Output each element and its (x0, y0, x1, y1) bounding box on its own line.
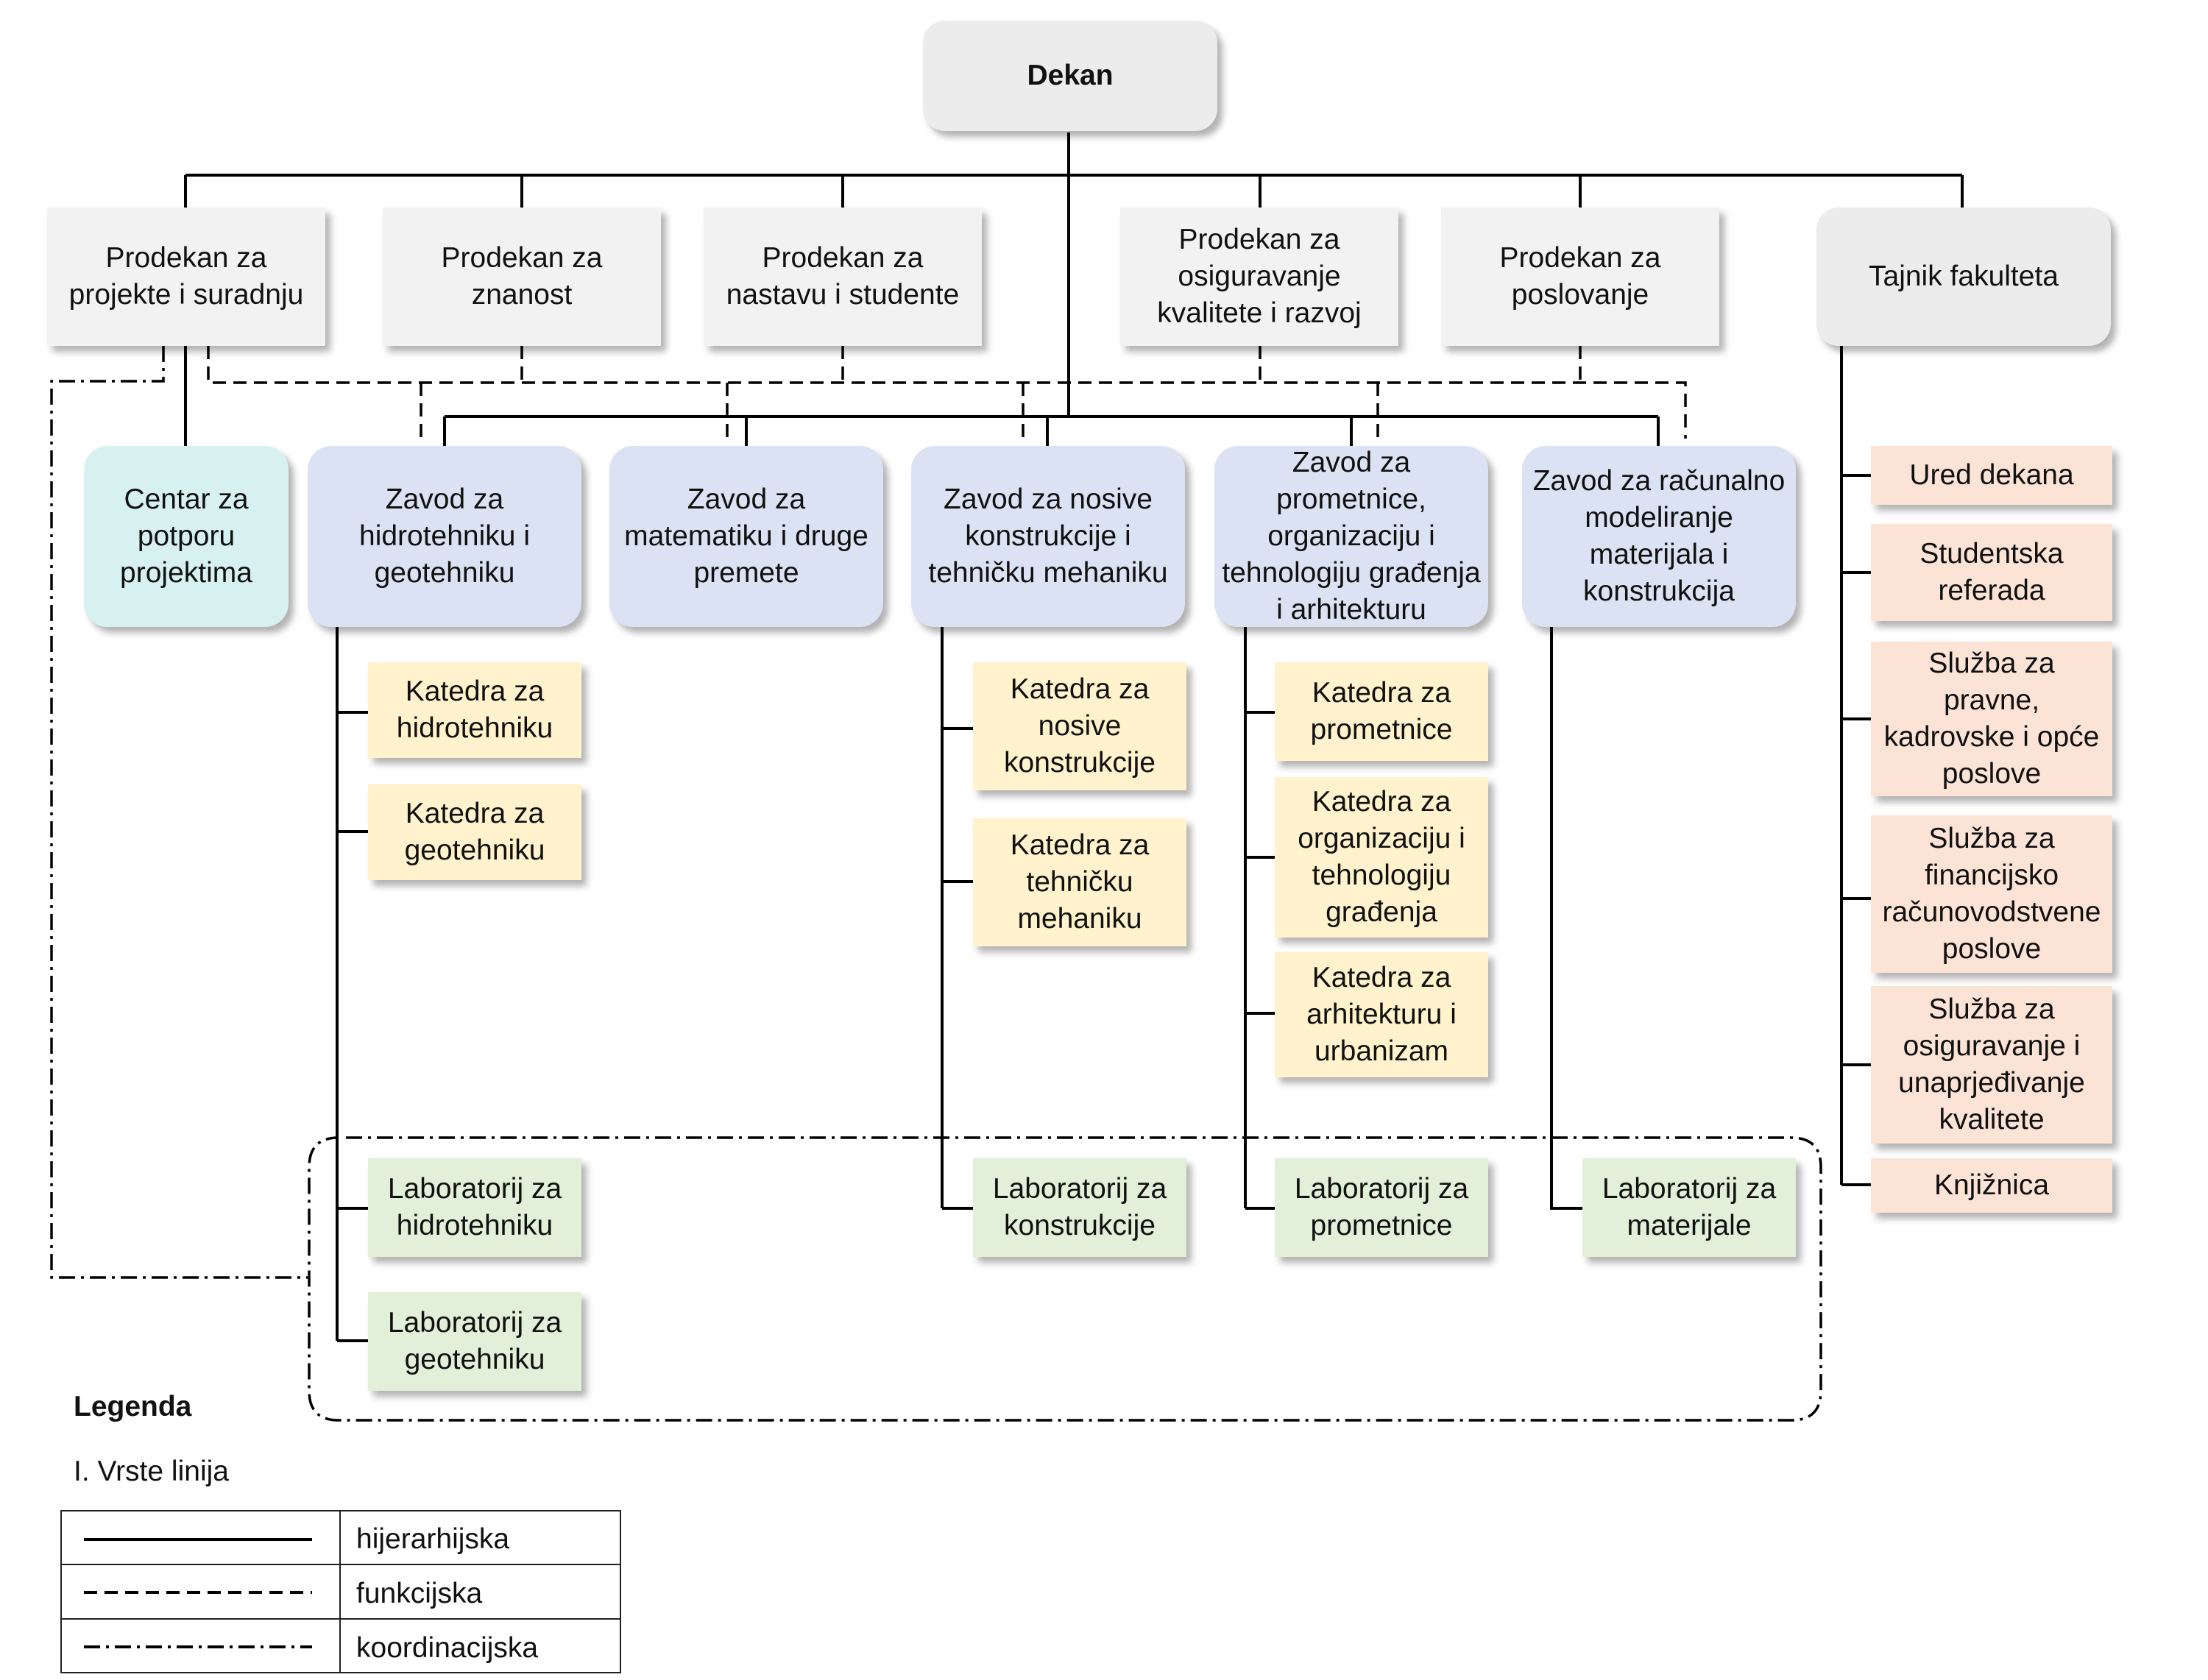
legend-title: Legenda (74, 1391, 192, 1422)
katedra-nosive-label: Katedra za nosive konstrukcije (1004, 673, 1156, 779)
sluzba-kvaliteta-box: Služba za osiguravanje i unaprjeđivanje … (1871, 986, 2112, 1144)
katedra-organizacija-label: Katedra za organizaciju i tehnologiju gr… (1298, 786, 1465, 928)
katedra-mehanika-box: Katedra za tehničku mehaniku (973, 818, 1186, 946)
prodekan-nastava-box: Prodekan za nastavu i studente (704, 208, 982, 346)
ured-dekana-box: Ured dekana (1871, 446, 2112, 505)
zavod-konstrukcije-label: Zavod za nosive konstrukcije i tehničku … (928, 483, 1168, 589)
katedra-geotehnika-label: Katedra za geotehniku (404, 798, 545, 866)
katedra-nosive-box: Katedra za nosive konstrukcije (973, 662, 1186, 790)
tajnik-label: Tajnik fakulteta (1869, 260, 2059, 292)
legend-table: hijerarhijska funkcijska koordinacijska (60, 1510, 621, 1673)
zavod-matematika-label: Zavod za matematiku i druge premete (624, 483, 868, 589)
katedra-mehanika-label: Katedra za tehničku mehaniku (1010, 829, 1150, 935)
prodekan-projekti-label: Prodekan za projekte i suradnju (68, 242, 304, 311)
sluzba-pravne-box: Služba za pravne, kadrovske i opće poslo… (1871, 642, 2112, 796)
prodekan-poslovanje-box: Prodekan za poslovanje (1441, 208, 1719, 346)
lab-materijali-label: Laboratorij za materijale (1602, 1173, 1777, 1241)
lab-prometnice-box: Laboratorij za prometnice (1275, 1158, 1488, 1257)
prodekan-nastava-label: Prodekan za nastavu i studente (726, 242, 960, 311)
prodekan-znanost-label: Prodekan za znanost (441, 242, 603, 311)
centar-box: Centar za potporu projektima (84, 446, 289, 627)
sluzba-financije-box: Služba za financijsko računovodstvene po… (1871, 815, 2112, 973)
katedra-geotehnika-box: Katedra za geotehniku (368, 784, 581, 880)
katedra-hidrotehnika-box: Katedra za hidrotehniku (368, 662, 581, 758)
lab-konstrukcije-box: Laboratorij za konstrukcije (973, 1158, 1186, 1257)
prodekan-kvaliteta-box: Prodekan za osiguravanje kvalitete i raz… (1120, 208, 1398, 346)
lab-geotehnika-box: Laboratorij za geotehniku (368, 1292, 581, 1391)
katedra-arhitektura-box: Katedra za arhitekturu i urbanizam (1275, 952, 1488, 1077)
prodekan-znanost-box: Prodekan za znanost (383, 208, 661, 346)
lab-geotehnika-label: Laboratorij za geotehniku (387, 1307, 562, 1375)
legend-subtitle: I. Vrste linija (74, 1456, 229, 1487)
lab-konstrukcije-label: Laboratorij za konstrukcije (992, 1173, 1167, 1241)
legend-row-coordination: koordinacijska (356, 1632, 539, 1664)
katedra-hidrotehnika-label: Katedra za hidrotehniku (396, 676, 553, 744)
sluzba-financije-label: Služba za financijsko računovodstvene po… (1882, 823, 2101, 965)
dekan-label: Dekan (1027, 60, 1114, 91)
zavod-prometnice-box: Zavod za prometnice, organizaciju i tehn… (1214, 446, 1488, 627)
lab-prometnice-label: Laboratorij za prometnice (1294, 1173, 1469, 1241)
lab-materijali-box: Laboratorij za materijale (1582, 1158, 1796, 1257)
zavod-matematika-box: Zavod za matematiku i druge premete (609, 446, 883, 627)
referada-label: Studentska referada (1919, 538, 2064, 606)
sluzba-kvaliteta-label: Služba za osiguravanje i unaprjeđivanje … (1898, 993, 2085, 1135)
referada-box: Studentska referada (1871, 524, 2112, 621)
katedra-prometnice-label: Katedra za prometnice (1310, 677, 1453, 745)
knjiznica-box: Knjižnica (1871, 1158, 2112, 1213)
zavod-hidrotehnika-box: Zavod za hidrotehniku i geotehniku (308, 446, 581, 627)
zavod-prometnice-label: Zavod za prometnice, organizaciju i tehn… (1222, 447, 1481, 625)
lab-hidrotehnika-label: Laboratorij za hidrotehniku (387, 1173, 562, 1241)
zavod-racunalno-label: Zavod za računalno modeliranje materijal… (1532, 465, 1786, 607)
katedra-prometnice-box: Katedra za prometnice (1275, 662, 1488, 761)
zavod-konstrukcije-box: Zavod za nosive konstrukcije i tehničku … (911, 446, 1185, 627)
prodekan-projekti-box: Prodekan za projekte i suradnju (47, 208, 325, 346)
legend-grid (62, 1511, 620, 1672)
tajnik-box: Tajnik fakulteta (1816, 208, 2111, 346)
zavod-racunalno-box: Zavod za računalno modeliranje materijal… (1522, 446, 1796, 627)
zavod-hidrotehnika-label: Zavod za hidrotehniku i geotehniku (359, 483, 530, 589)
prodekan-kvaliteta-label: Prodekan za osiguravanje kvalitete i raz… (1157, 224, 1362, 329)
dekan-box: Dekan (923, 21, 1217, 131)
katedra-arhitektura-label: Katedra za arhitekturu i urbanizam (1306, 962, 1457, 1067)
prodekan-poslovanje-label: Prodekan za poslovanje (1499, 242, 1661, 311)
sluzba-pravne-label: Služba za pravne, kadrovske i opće poslo… (1883, 648, 2100, 790)
legend-row-hierarchical: hijerarhijska (356, 1523, 510, 1555)
lab-hidrotehnika-box: Laboratorij za hidrotehniku (368, 1158, 581, 1257)
katedra-organizacija-box: Katedra za organizaciju i tehnologiju gr… (1275, 777, 1488, 938)
centar-label: Centar za potporu projektima (120, 483, 252, 589)
knjiznica-label: Knjižnica (1933, 1169, 2050, 1201)
legend-row-functional: funkcijska (356, 1578, 483, 1609)
ured-dekana-label: Ured dekana (1909, 459, 2074, 491)
